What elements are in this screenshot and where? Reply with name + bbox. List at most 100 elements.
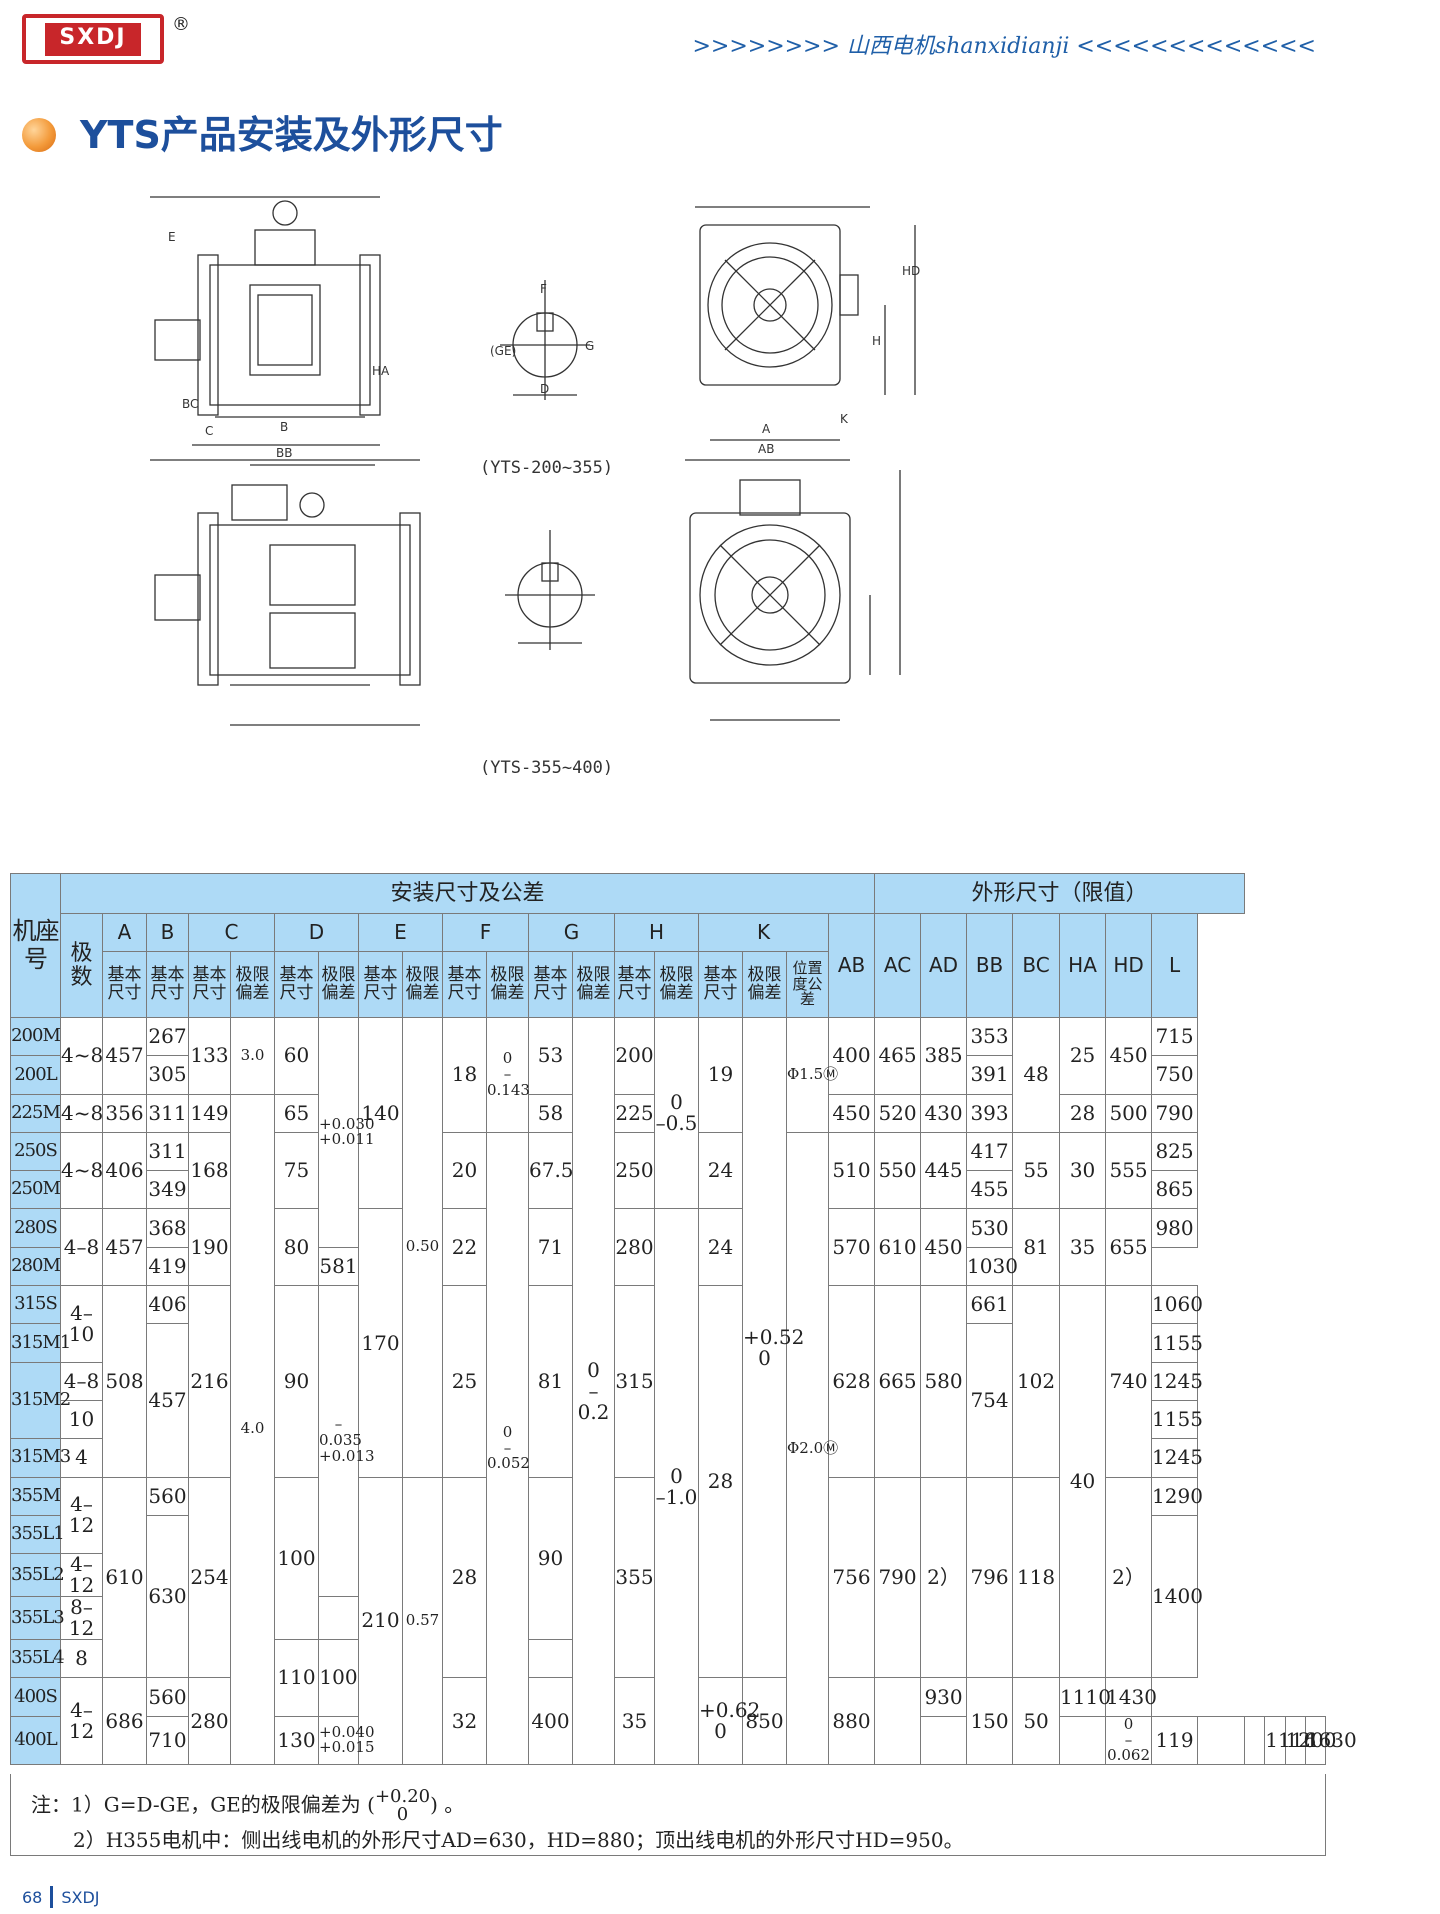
table-cell: 35 <box>1059 1208 1107 1287</box>
table-cell: 368 <box>146 1208 189 1248</box>
table-cell: 216 <box>188 1285 231 1478</box>
table-cell: 4 <box>60 1438 103 1478</box>
sub-C-tol: 极限偏差 <box>230 951 275 1018</box>
table-cell: 315 <box>614 1285 655 1478</box>
sub-D-tol: 极限偏差 <box>318 951 359 1018</box>
header-BB: BB <box>966 913 1014 1018</box>
table-cell: 465 <box>874 1017 922 1095</box>
table-cell: 393 <box>966 1093 1014 1133</box>
table-row: 250M 349 455 865 <box>10 1170 1326 1210</box>
header-B: B <box>146 913 189 952</box>
table-cell: 0–0.143 <box>486 1017 530 1133</box>
table-cell: 560 <box>146 1476 189 1516</box>
table-cell: 0.50 <box>402 1017 443 1478</box>
header-K: K <box>698 913 829 952</box>
table-row: 355L4 8 110 100 <box>10 1639 1326 1717</box>
table-cell <box>874 1677 922 1765</box>
table-cell: 1200 <box>1284 1715 1336 1766</box>
technical-drawings: L E BC C B BB HA F (GE) G D AC AD HD H A… <box>150 172 1130 855</box>
label-E: E <box>168 230 176 244</box>
table-cell: 457 <box>102 1017 147 1095</box>
header-slogan: >>>>>>>> 山西电机shanxidianji <<<<<<<<<<<<< <box>692 34 1316 59</box>
table-cell: 190 <box>188 1208 231 1287</box>
table-cell: 450 <box>1105 1017 1153 1095</box>
table-cell: –0.035+0.013 <box>318 1285 375 1598</box>
table-cell: 740 <box>1105 1285 1153 1478</box>
table-cell: 0–1.0 <box>654 1208 699 1765</box>
frame-cell: 315M2 <box>10 1361 71 1440</box>
table-cell: 30 <box>1059 1131 1107 1210</box>
table-row: 355M 4–12 610 560 254 100 210 0.57 28 90… <box>10 1476 1326 1766</box>
frame-cell: 355M <box>10 1476 61 1516</box>
table-cell: 555 <box>1105 1131 1153 1210</box>
table-cell: 3.0 <box>230 1017 275 1095</box>
table-cell: 349 <box>146 1170 189 1210</box>
label-K: K <box>840 412 849 426</box>
table-cell: 400 <box>827 1017 876 1095</box>
label-L: L <box>255 195 262 198</box>
table-cell: 450 <box>920 1208 968 1287</box>
header-HD: HD <box>1105 913 1153 1018</box>
table-row: 315M3 4 1245 <box>10 1438 1326 1478</box>
table-cell: 90 <box>528 1476 573 1641</box>
table-cell: 406 <box>146 1285 189 1325</box>
table-row: 315M1 457 754 1155 <box>10 1323 1326 1478</box>
table-row: 250S 4~8 406 311 168 75 20 0–0.052 67.5 … <box>10 1131 1326 1766</box>
frame-cell: 355L2 <box>10 1553 65 1598</box>
table-cell: 581 <box>318 1246 359 1287</box>
table-cell: 118 <box>1012 1476 1061 1679</box>
table-cell: 754 <box>966 1323 1014 1478</box>
table-cell: 71 <box>528 1208 573 1287</box>
table-cell: 4–10 <box>60 1285 103 1363</box>
table-cell: 356 <box>102 1093 147 1133</box>
label-AB: AB <box>758 442 774 456</box>
frame-cell: 315M1 <box>10 1323 71 1363</box>
table-cell: 825 <box>1151 1131 1199 1172</box>
table-cell: 355 <box>614 1476 655 1679</box>
table-cell: 225 <box>614 1093 655 1133</box>
header-C: C <box>188 913 275 952</box>
table-cell: 280 <box>188 1677 231 1765</box>
table-cell: 796 <box>966 1476 1014 1679</box>
table-cell: 65 <box>274 1093 319 1133</box>
table-cell: 28 <box>698 1285 743 1679</box>
table-cell: 28 <box>442 1476 487 1679</box>
table-cell: 400 <box>528 1677 573 1765</box>
table-cell: Φ2.0Ⓜ <box>786 1131 838 1766</box>
label-GE: (GE) <box>490 344 516 358</box>
table-cell: 58 <box>528 1093 573 1133</box>
table-cell: 130 <box>274 1715 319 1766</box>
table-cell: 2） <box>1105 1476 1153 1679</box>
table-cell: 1290 <box>1151 1476 1203 1516</box>
frame-cell: 200L <box>10 1055 61 1095</box>
brand-logo: SXDJ <box>22 14 164 64</box>
frame-cell: 250M <box>10 1170 61 1210</box>
label-C: C <box>205 424 213 438</box>
page-number: 68 <box>22 1887 43 1907</box>
header-BC: BC <box>1012 913 1061 1018</box>
label-B: B <box>280 420 288 434</box>
table-cell <box>1244 1715 1266 1766</box>
table-cell: 686 <box>102 1677 147 1765</box>
table-cell: 756 <box>827 1476 876 1679</box>
note-2: 2）H355电机中：侧出线电机的外形尺寸AD=630，HD=880；顶出线电机的… <box>73 1828 964 1852</box>
header-D: D <box>274 913 359 952</box>
sub-G-basic: 基本尺寸 <box>528 951 573 1018</box>
header-L: L <box>1151 913 1199 1018</box>
table-cell: 119 <box>1151 1715 1199 1766</box>
label-HD: HD <box>902 264 920 278</box>
table-cell: 32 <box>442 1677 487 1765</box>
label-A: A <box>762 422 771 436</box>
table-cell: 385 <box>920 1017 968 1095</box>
table-cell: 25 <box>442 1285 487 1478</box>
label-BB: BB <box>276 446 292 460</box>
table-cell <box>1059 1715 1107 1766</box>
table-cell: 210 <box>358 1476 403 1766</box>
header-HA: HA <box>1059 913 1107 1018</box>
table-cell: 280 <box>614 1208 655 1287</box>
table-cell: 500 <box>1105 1093 1153 1133</box>
sub-K-pos: 位置度公差 <box>786 951 829 1018</box>
side-view-large <box>150 459 421 726</box>
